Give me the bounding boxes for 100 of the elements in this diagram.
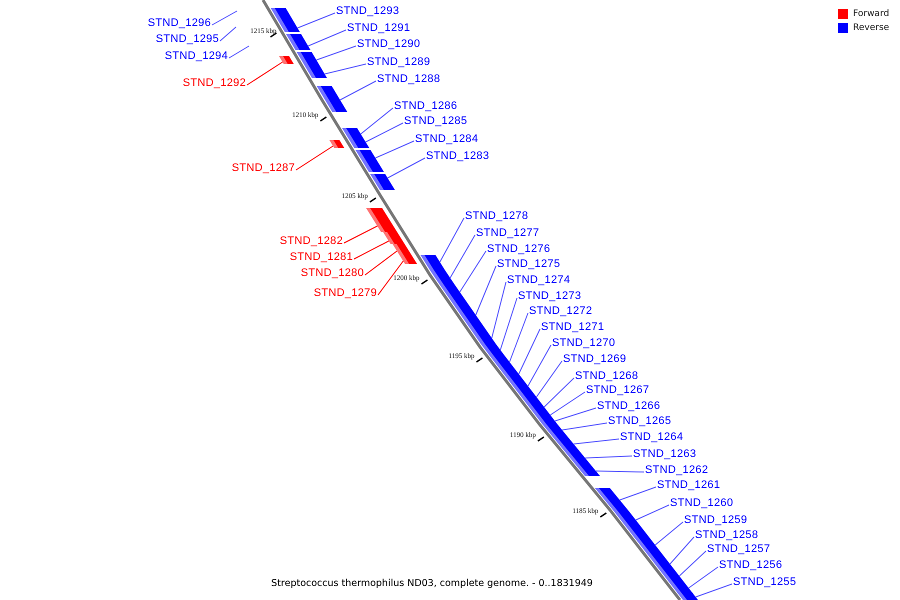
gene-block xyxy=(676,592,698,600)
gene-block xyxy=(329,140,344,148)
gene-label: STND_1295 xyxy=(156,32,219,46)
leader-line xyxy=(308,30,346,46)
leader-line xyxy=(584,456,632,458)
leader-line xyxy=(459,250,486,292)
leader-line xyxy=(450,234,476,278)
leader-line xyxy=(475,266,496,316)
leader-line xyxy=(670,536,694,564)
leader-line xyxy=(439,218,464,262)
gene-label: STND_1264 xyxy=(620,430,684,444)
gene-label: STND_1273 xyxy=(518,289,582,303)
gene-label: STND_1271 xyxy=(541,320,604,334)
gene-block xyxy=(279,56,294,64)
gene-block xyxy=(302,62,328,78)
gene-block xyxy=(398,254,418,264)
gene-label: STND_1283 xyxy=(426,149,490,163)
legend-label: Forward xyxy=(853,9,890,19)
gene-label: STND_1265 xyxy=(608,414,672,428)
gene-block xyxy=(472,332,496,344)
leader-line xyxy=(228,46,250,58)
gene-label: STND_1286 xyxy=(394,99,458,113)
gene-label: STND_1269 xyxy=(563,352,626,366)
gene-label: STND_1262 xyxy=(645,463,708,477)
gene-label: STND_1296 xyxy=(148,16,211,30)
gene-label: STND_1278 xyxy=(465,209,528,223)
leader-line xyxy=(654,522,684,546)
gene-label: STND_1277 xyxy=(476,226,540,240)
gene-label: STND_1263 xyxy=(633,447,696,461)
gene-block xyxy=(342,128,364,138)
leader-line xyxy=(688,566,718,588)
gene-block xyxy=(490,356,514,368)
leader-line xyxy=(316,46,356,60)
leader-line xyxy=(491,282,506,338)
gene-label: STND_1282 xyxy=(280,234,343,248)
leader-line xyxy=(360,108,394,134)
gene-block xyxy=(448,298,488,332)
gene-block xyxy=(392,244,411,254)
gene-label: STND_1267 xyxy=(586,383,650,397)
gene-label: STND_1288 xyxy=(377,72,440,86)
gene-block xyxy=(286,34,310,50)
gene-block xyxy=(508,380,533,392)
gene-block xyxy=(480,344,505,356)
leader-line xyxy=(378,260,404,296)
gene-block xyxy=(614,512,646,532)
gene-block xyxy=(356,150,384,172)
leader-line xyxy=(573,438,620,444)
gene-label: STND_1257 xyxy=(707,542,770,556)
gene-block xyxy=(430,270,455,285)
gene-label: STND_1256 xyxy=(719,558,782,572)
leader-line xyxy=(678,550,706,576)
gene-label: STND_1261 xyxy=(657,478,720,492)
gene-block xyxy=(533,412,553,418)
gene-label: STND_1293 xyxy=(336,4,400,18)
gene-block xyxy=(420,255,445,270)
gene-label: STND_1287 xyxy=(232,161,295,175)
leader-line xyxy=(595,470,644,472)
gene-block xyxy=(564,450,592,466)
gene-label: STND_1260 xyxy=(670,496,734,510)
gene-block xyxy=(525,402,548,412)
gene-label: STND_1292 xyxy=(182,76,246,90)
gene-block xyxy=(370,174,395,190)
gene-block xyxy=(296,52,318,62)
caption: Streptococcus thermophilus ND03, complete genome. - 0..1831949 xyxy=(271,578,593,589)
gene-label: STND_1290 xyxy=(357,37,420,51)
gene-label: STND_1266 xyxy=(597,399,660,413)
gene-block xyxy=(499,368,524,380)
leader-line xyxy=(387,158,426,178)
gene-label: STND_1259 xyxy=(684,513,748,527)
leader-line xyxy=(518,328,540,374)
leader-line xyxy=(220,26,236,42)
gene-label: STND_1258 xyxy=(695,528,758,542)
gene-label: STND_1279 xyxy=(314,286,377,300)
gene-label: STND_1285 xyxy=(404,114,468,128)
leader-line xyxy=(364,250,398,276)
leader-line xyxy=(344,226,378,244)
leader-line xyxy=(528,344,552,386)
leader-line xyxy=(246,62,284,86)
gene-block xyxy=(316,86,348,112)
leader-line xyxy=(500,298,518,350)
gene-block xyxy=(383,232,405,244)
leader-line xyxy=(212,10,238,26)
leader-line xyxy=(635,504,670,520)
gene-label: STND_1274 xyxy=(507,273,570,287)
leader-line xyxy=(374,140,414,158)
gene-label: STND_1294 xyxy=(164,49,228,63)
leader-line xyxy=(562,422,608,430)
leader-line xyxy=(365,122,404,142)
gene-label: STND_1270 xyxy=(552,336,616,350)
gene-block xyxy=(538,418,558,424)
gene-label: STND_1284 xyxy=(415,132,478,146)
leader-line xyxy=(544,378,574,408)
gene-label: STND_1268 xyxy=(575,369,638,383)
leader-line xyxy=(554,408,596,422)
leader-line xyxy=(324,64,366,74)
leader-line xyxy=(695,584,732,598)
leader-line xyxy=(509,312,528,362)
gene-block xyxy=(348,138,370,148)
gene-block xyxy=(576,466,600,476)
gene-label: STND_1281 xyxy=(290,250,353,264)
